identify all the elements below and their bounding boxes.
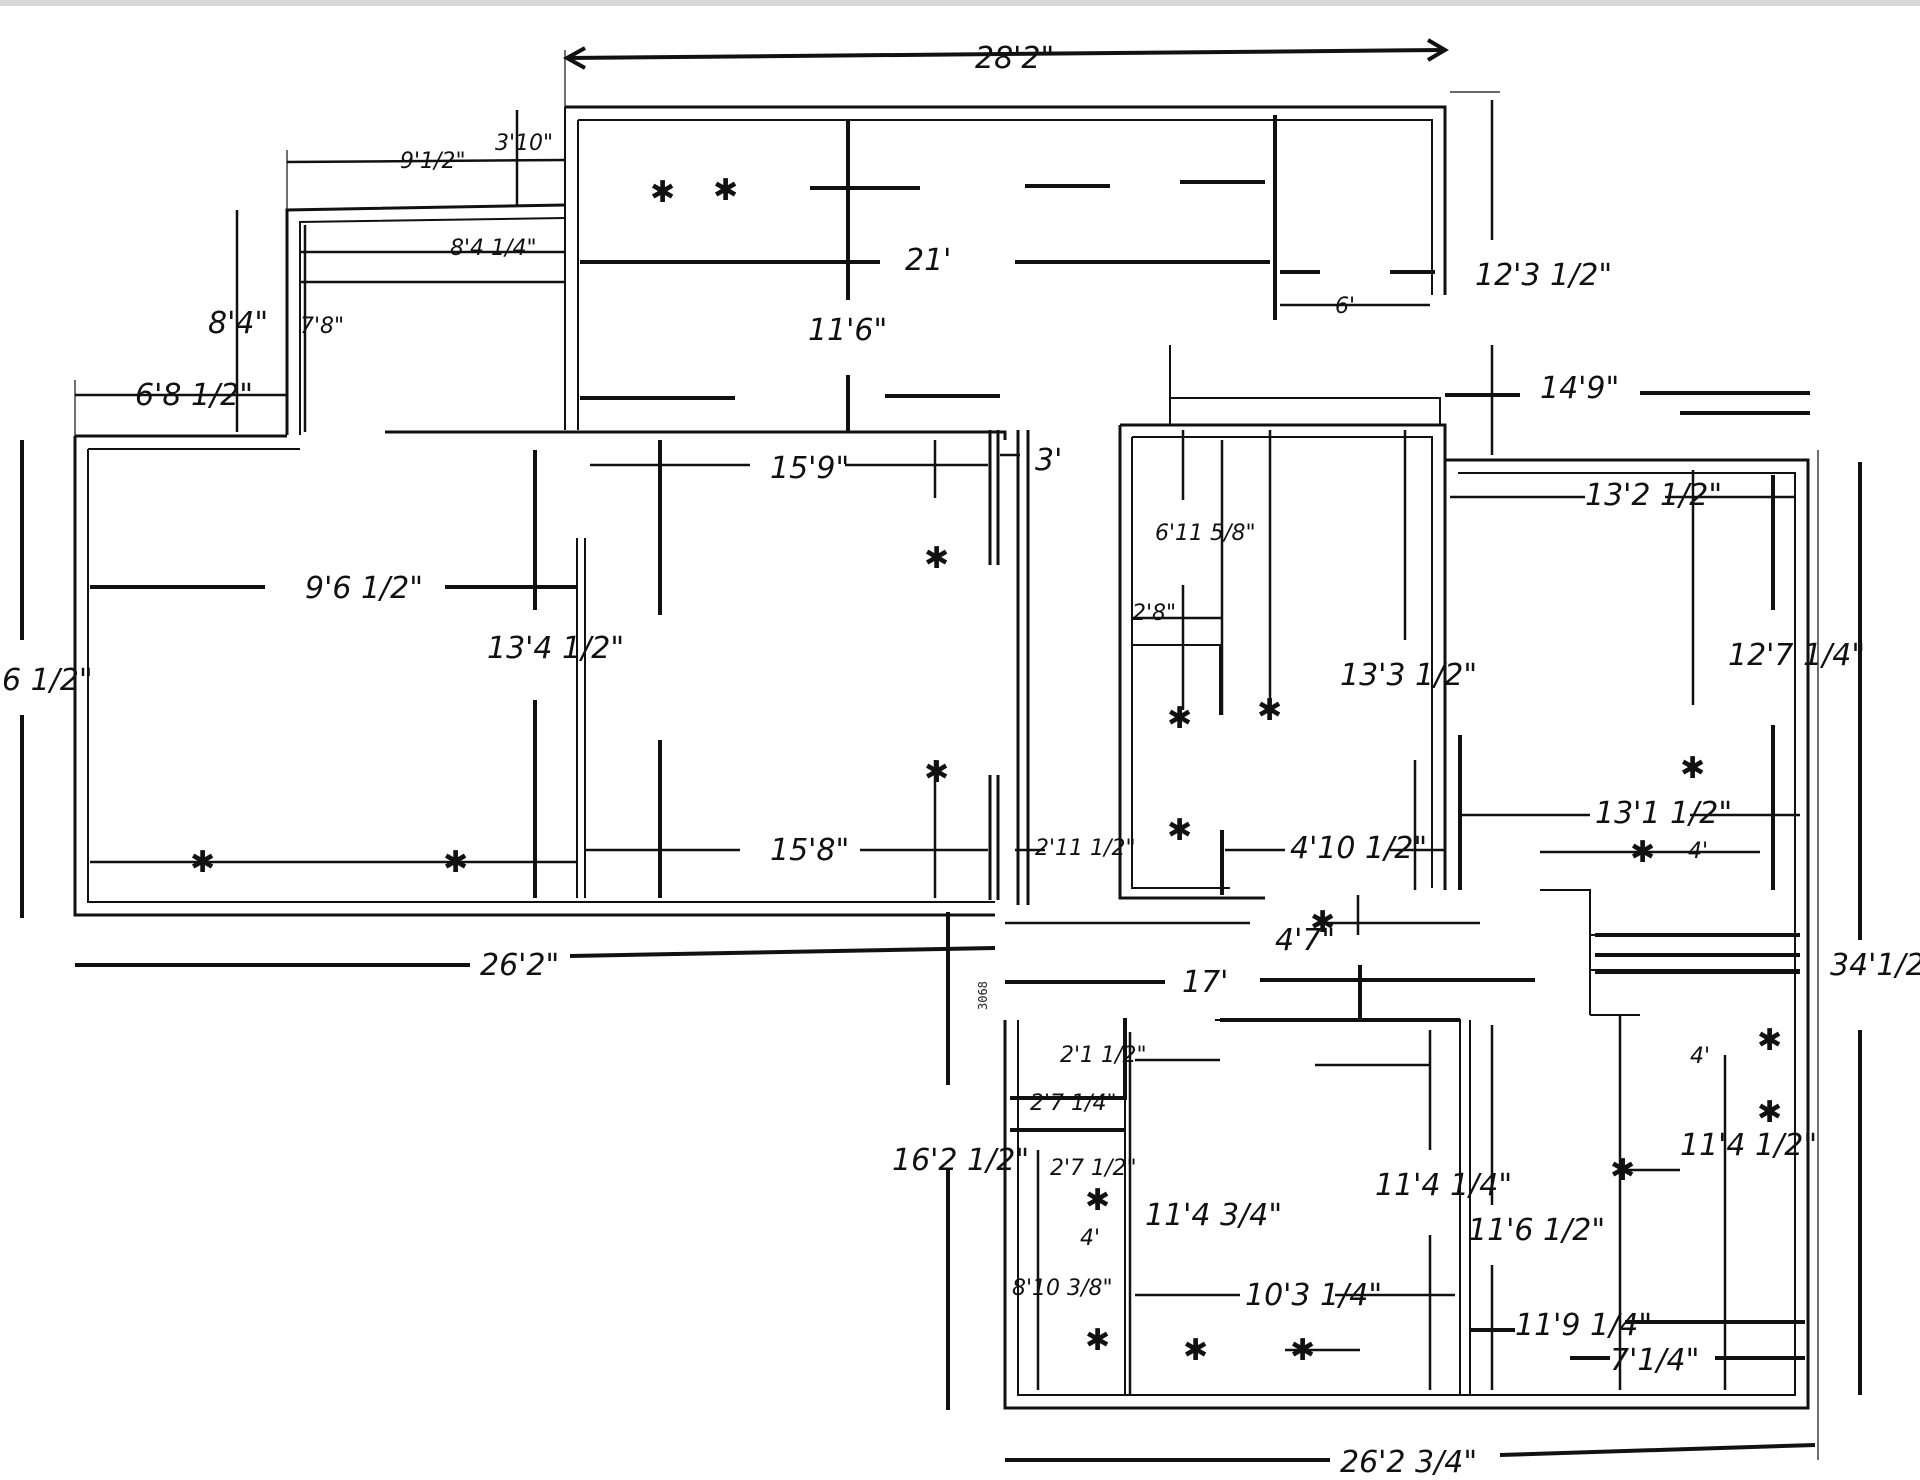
label-center-room-bottom: 15'8" [770,833,849,868]
star-mark: ✱ [713,173,738,208]
label-bottom-left-room-inner: 8'10 3/8" [1012,1276,1113,1301]
label-right-small: 4' [1688,839,1708,864]
star-mark: ✱ [1183,1333,1208,1368]
label-center-bottom-width: 17' [1182,965,1228,1000]
label-top-overall: 28'2" [975,41,1054,76]
wall-center-block [1118,423,1447,900]
label-bottom-left-room-height: 11'4 3/4" [1145,1198,1282,1233]
wall-top-room-outer [565,105,1447,295]
dim-line-top-overall [566,48,1446,60]
star-mark: ✱ [650,175,675,210]
exterior-walls [73,105,1810,1410]
label-hall-gap: 2'11 1/2" [1035,836,1136,861]
label-bottom-overall-height: 16'2 1/2" [892,1143,1029,1178]
star-mark: ✱ [1167,701,1192,736]
label-top-room-depth: 11'6" [808,313,887,348]
star-mark: ✱ [1610,1153,1635,1188]
label-right-upper-height: 12'3 1/2" [1475,258,1612,293]
label-bottom-right-room-height-2: 11'4 1/2" [1680,1128,1817,1163]
dim-line-left-upper [286,158,566,164]
label-bottom-overall: 26'2 3/4" [1340,1445,1477,1480]
label-left-outer-height: 6 1/2" [2,663,93,698]
arrow [562,46,586,70]
star-mark: ✱ [924,755,949,790]
label-closet-height-outer: 8'4" [208,306,268,341]
star-mark: ✱ [1290,1333,1315,1368]
star-mark: ✱ [1757,1023,1782,1058]
label-left-upper-width: 9'1/2" [400,149,466,174]
star-mark: ✱ [1085,1183,1110,1218]
label-left-offset: 6'8 1/2" [135,378,253,413]
wall-hall [988,430,1030,905]
label-hall-bottom: 4'7" [1275,923,1335,958]
star-mark: ✱ [924,541,949,576]
label-bottom-right-room-height: 11'6 1/2" [1468,1213,1605,1248]
label-small-notch: 3'10" [495,131,553,156]
label-top-room-width: 21' [905,243,951,278]
dimension-lines [20,38,1862,1462]
wall-closet-right [564,107,579,430]
label-mid-room-height: 13'3 1/2" [1340,658,1477,693]
label-right-room-bottom: 13'1 1/2" [1595,796,1732,831]
star-mark: ✱ [1257,693,1282,728]
label-top-right-small: 6' [1335,294,1355,319]
label-bath-height: 6'11 5/8" [1155,521,1256,546]
wall-left-interior [576,538,586,898]
label-bottom-left-overall: 26'2" [480,948,559,983]
plan-stamp: 3068 [976,981,990,1010]
dim-line-bottom-left-b [569,946,996,958]
wall-left-block-inner [87,448,995,903]
star-mark: ✱ [443,845,468,880]
arrow [1426,38,1449,62]
wall-left-block-outer [73,430,1007,917]
label-left-room-width: 9'6 1/2" [305,571,423,606]
label-right-upper-width: 14'9" [1540,371,1619,406]
wall-closet-inner [299,217,566,435]
wall-right-closets [1540,889,1800,1016]
label-center-room-top: 15'9" [770,451,849,486]
label-bottom-right-small: 4' [1690,1044,1710,1069]
label-mid-room-bottom: 4'10 1/2" [1290,831,1427,866]
star-mark: ✱ [1680,751,1705,786]
label-hall-width: 3' [1035,443,1062,478]
star-mark: ✱ [1085,1323,1110,1358]
star-mark: ✱ [1757,1095,1782,1130]
label-bottom-right-closet: 7'1/4" [1610,1343,1699,1378]
scan-shadow [0,0,1920,6]
label-right-overall-height: 34'1/2" [1830,948,1920,983]
label-closet-c: 2'7 1/2" [1050,1156,1137,1181]
label-bottom-right-width: 11'9 1/4" [1515,1308,1652,1343]
label-left-room-height: 13'4 1/2" [487,631,624,666]
label-right-room-height: 12'7 1/4" [1728,638,1865,673]
wall-right-inner [1017,472,1796,1396]
dimension-labels: 28'2" 9'1/2" 3'10" 8'4 1/4" 8'4" 7'8" 6'… [2,41,1920,1480]
label-bottom-mid-room-height: 11'4 1/4" [1375,1168,1512,1203]
label-closet-b: 2'7 1/4" [1030,1091,1117,1116]
wall-right-block [1003,458,1810,1410]
label-bath-closet: 2'8" [1132,601,1176,626]
dim-line-bottom-overall-width-b [1499,1443,1816,1457]
label-closet-width: 8'4 1/4" [450,236,537,261]
center-marks: ✱ ✱ ✱ ✱ ✱ ✱ ✱ ✱ ✱ ✱ ✱ ✱ ✱ ✱ ✱ ✱ ✱ ✱ ✱ [190,173,1782,1368]
star-mark: ✱ [1630,835,1655,870]
wall-bath [1132,345,1441,715]
label-closet-a: 2'1 1/2" [1060,1043,1147,1068]
star-mark: ✱ [190,845,215,880]
wall-top-room-inner [578,119,1433,295]
label-closet-height-inner: 7'8" [300,314,344,339]
wall-center-inner [1131,436,1433,889]
label-right-room-width: 13'2 1/2" [1585,478,1722,513]
star-mark: ✱ [1167,813,1192,848]
star-mark: ✱ [1310,905,1335,940]
label-closet-small: 4' [1080,1226,1100,1251]
label-bottom-mid-room-width: 10'3 1/4" [1245,1278,1382,1313]
